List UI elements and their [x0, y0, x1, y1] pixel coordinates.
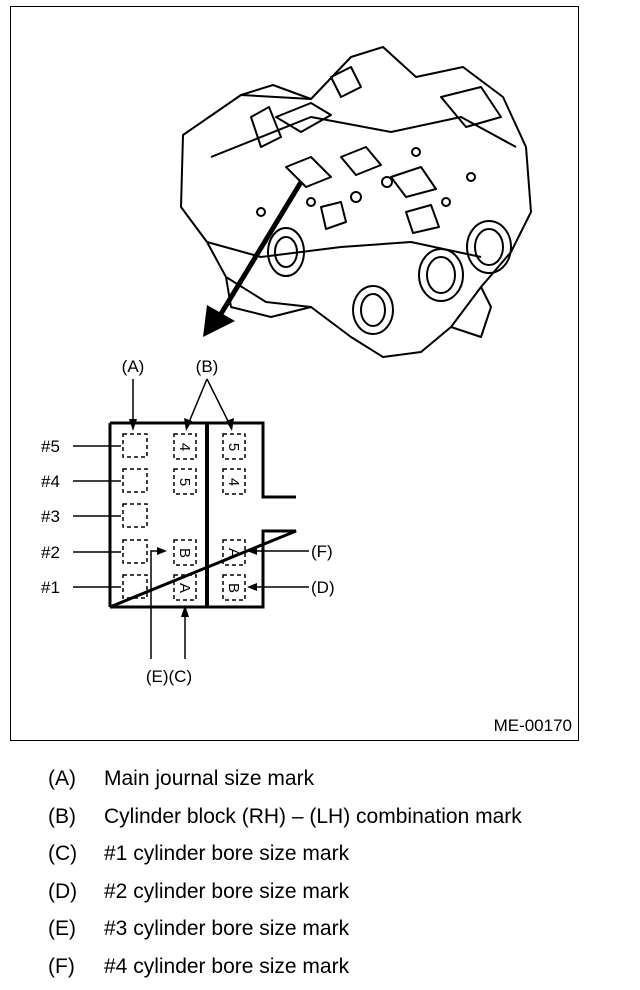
legend-key: (C): [48, 842, 78, 866]
figure-code: ME-00170: [493, 716, 572, 735]
callout-b: (B): [196, 357, 219, 376]
left-mark-boxes: [173, 433, 197, 601]
cylinder-label-5: #5: [41, 437, 60, 456]
cylinder-label-1: #1: [41, 578, 60, 597]
arrowheads: [129, 418, 257, 617]
callout-f: (F): [311, 542, 333, 561]
left-mark-4: A: [176, 583, 193, 593]
cylinder-label-4: #4: [41, 472, 60, 491]
journal-mark-boxes: [122, 433, 148, 599]
legend-text: #2 cylinder bore size mark: [104, 879, 350, 903]
left-mark-2: 5: [176, 478, 193, 486]
callout-d: (D): [311, 578, 335, 597]
legend-text: #4 cylinder bore size mark: [104, 954, 350, 978]
diagram-svg: (A) (B) (F) (D) (E)(C) #5 #4 #3 #2 #1 4 …: [41, 46, 532, 686]
right-mark-boxes: [222, 433, 246, 601]
legend-key: (D): [48, 879, 78, 903]
legend-text: #3 cylinder bore size mark: [104, 917, 350, 941]
legend-key: (E): [48, 917, 76, 941]
legend-text: Main journal size mark: [104, 767, 315, 790]
callout-a: (A): [122, 357, 145, 376]
block-schematic: [73, 378, 309, 659]
legend-key: (B): [48, 804, 76, 828]
legend-key: (F): [48, 954, 75, 978]
right-mark-3: A: [225, 548, 242, 558]
cylinder-label-3: #3: [41, 507, 60, 526]
legend-text: #1 cylinder bore size mark: [104, 842, 350, 866]
callout-e-c: (E)(C): [146, 667, 192, 686]
legend-text: Cylinder block (RH) – (LH) combination m…: [104, 804, 522, 828]
big-arrow: [203, 180, 304, 337]
right-mark-4: B: [225, 583, 242, 593]
cylinder-label-2: #2: [41, 543, 60, 562]
left-mark-3: B: [176, 548, 193, 558]
right-mark-2: 4: [225, 478, 242, 486]
left-mark-1: 4: [176, 443, 193, 451]
right-mark-1: 5: [225, 443, 242, 451]
engine-block-illustration: [180, 46, 532, 358]
legend-key: (A): [48, 767, 76, 790]
cylinder-leaders: [73, 445, 121, 588]
diagram-figure: (A) (B) (F) (D) (E)(C) #5 #4 #3 #2 #1 4 …: [10, 6, 579, 741]
